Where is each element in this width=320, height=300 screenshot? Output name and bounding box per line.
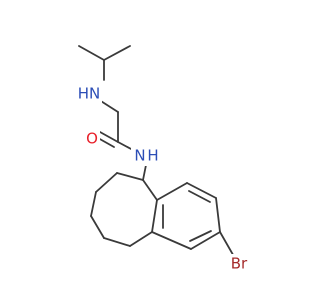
benzene-bond-4 <box>215 197 221 233</box>
benzene-bond-5 <box>190 231 221 250</box>
benzene-bond-1 <box>151 199 158 233</box>
bond-isopropyl-left <box>78 45 105 61</box>
benzene-double-2 <box>188 190 211 203</box>
ring7-bond-5 <box>103 237 131 247</box>
amine-nitrogen-label: HN <box>78 85 101 103</box>
bond-carbonyl-double-1 <box>99 131 119 143</box>
ring7-bond-6 <box>129 231 153 247</box>
bromine-label: Br <box>231 255 248 273</box>
ring7-bond-2 <box>95 172 118 193</box>
benzene-double-3 <box>189 230 212 242</box>
molecule-svg: HN O N H Br <box>74 45 252 274</box>
benzene-bond-3 <box>186 182 217 199</box>
ring7-bond-3 <box>90 191 97 217</box>
bond-carbonyl-to-nh <box>117 141 134 151</box>
bond-carbonyl-double-2 <box>97 137 115 148</box>
ring7-bond-4 <box>90 215 105 239</box>
bromine-label-bg <box>226 254 252 274</box>
amide-hydrogen-label: H <box>147 147 158 165</box>
molecule-structure-diagram: HN O N H Br <box>74 45 252 274</box>
bond-nh-to-ring <box>142 164 147 181</box>
benzene-bond-2 <box>156 182 188 201</box>
carbonyl-oxygen-label: O <box>86 130 98 148</box>
amide-nitrogen-label: N <box>134 147 145 165</box>
ring7-bond-1 <box>116 172 144 181</box>
benzene-bond-6 <box>151 231 192 250</box>
oxygen-label-bg <box>84 129 100 149</box>
amide-label-bg <box>131 146 163 166</box>
bond-isopropyl-right <box>103 45 131 61</box>
ring7-bond-7 <box>142 179 158 201</box>
amine-label-bg <box>74 84 102 104</box>
